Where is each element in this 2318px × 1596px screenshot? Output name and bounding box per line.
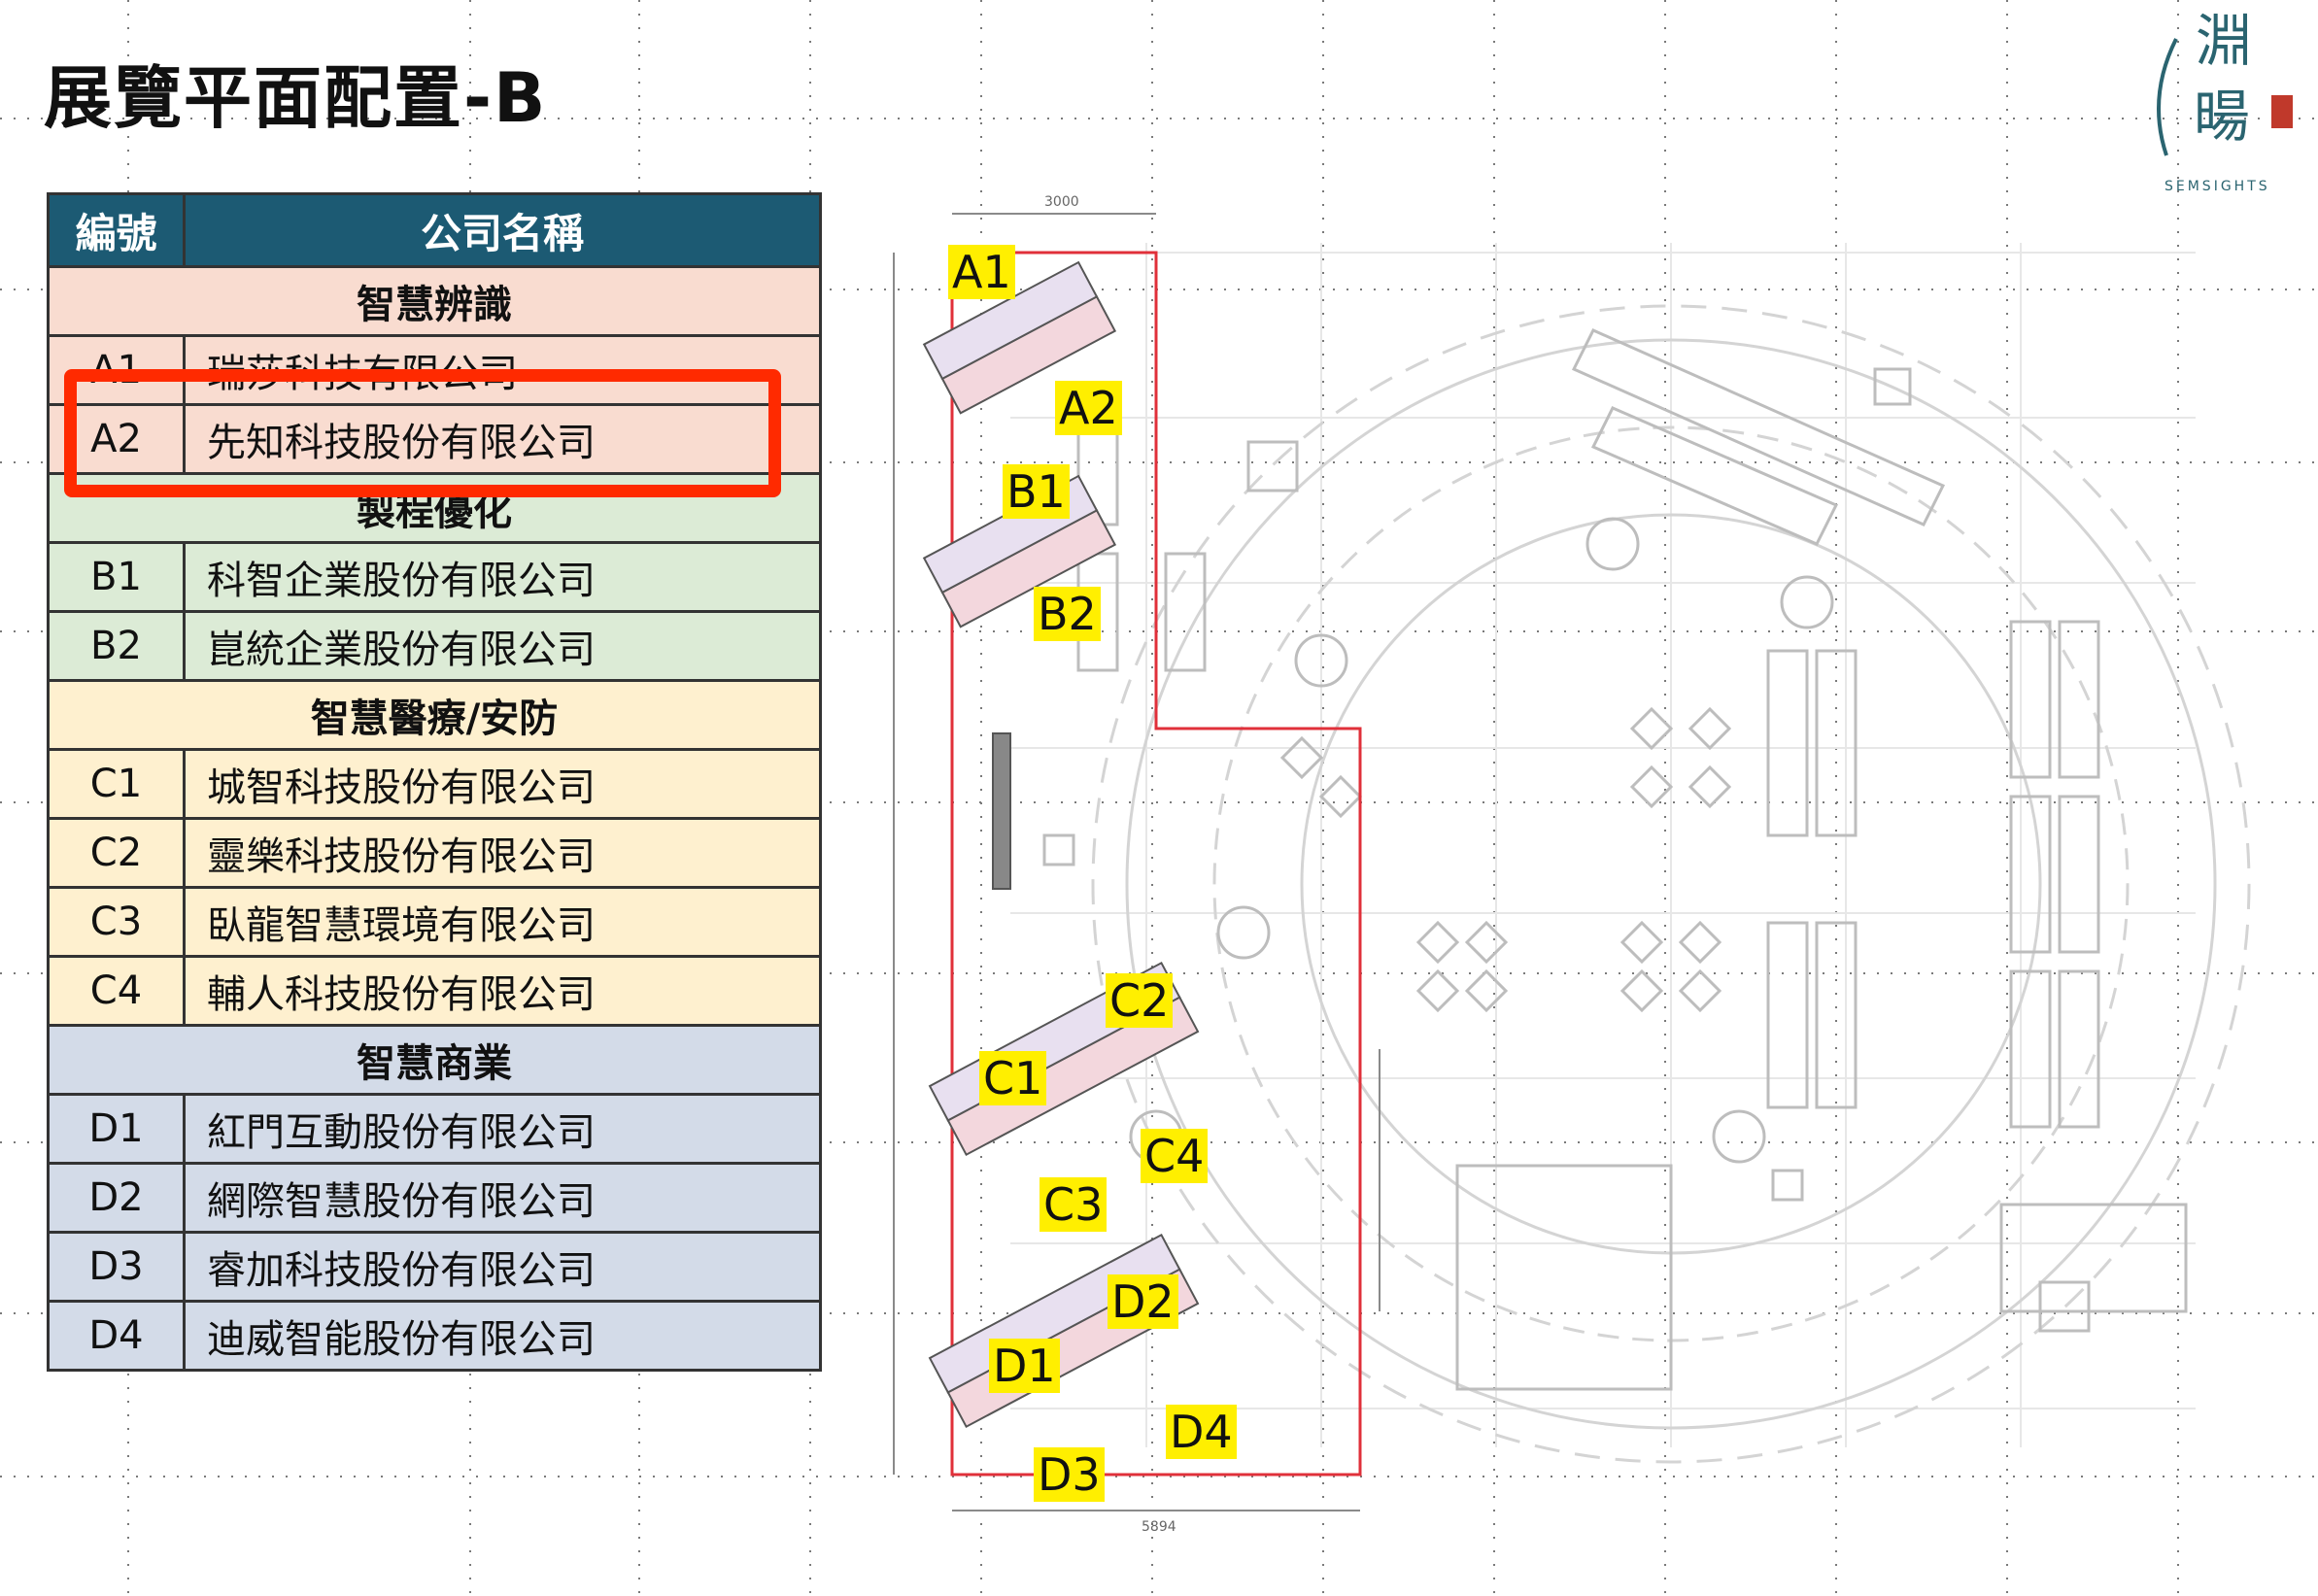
table-row: D3 睿加科技股份有限公司: [47, 1231, 822, 1303]
dimension-bottom: 5894: [1142, 1519, 1176, 1535]
category-label: 智慧商業: [47, 1024, 822, 1096]
company-name: 輔人科技股份有限公司: [183, 955, 822, 1027]
table-row: C4 輔人科技股份有限公司: [47, 955, 822, 1027]
company-name: 臥龍智慧環境有限公司: [183, 886, 822, 958]
booth-label-d3: D3: [1034, 1447, 1105, 1502]
table-row: C3 臥龍智慧環境有限公司: [47, 886, 822, 958]
booth-label-c2: C2: [1106, 973, 1174, 1028]
category-row-a: 智慧辨識: [47, 265, 822, 337]
booth-id: C3: [47, 886, 186, 958]
booth-label-c3: C3: [1040, 1177, 1108, 1232]
booth-label-b1: B1: [1003, 464, 1070, 519]
company-name: 崑統企業股份有限公司: [183, 610, 822, 682]
category-row-d: 智慧商業: [47, 1024, 822, 1096]
company-name: 睿加科技股份有限公司: [183, 1231, 822, 1303]
company-name: 城智科技股份有限公司: [183, 748, 822, 820]
table-row: D2 網際智慧股份有限公司: [47, 1162, 822, 1234]
header-number: 編號: [47, 192, 186, 268]
booth-label-c1: C1: [979, 1051, 1047, 1105]
booth-id: D2: [47, 1162, 186, 1234]
booth-area-boundary: [950, 251, 1362, 1477]
table-row: C1 城智科技股份有限公司: [47, 748, 822, 820]
booth-label-d4: D4: [1166, 1405, 1237, 1459]
booth-label-c4: C4: [1141, 1129, 1209, 1183]
booth-id: C1: [47, 748, 186, 820]
company-name: 迪威智能股份有限公司: [183, 1300, 822, 1372]
logo-char-1: 淵: [2196, 8, 2252, 74]
booth-id: D3: [47, 1231, 186, 1303]
dimension-top: 3000: [1044, 194, 1079, 210]
booth-label-a2: A2: [1055, 381, 1122, 435]
booth-label-b2: B2: [1034, 587, 1101, 641]
logo-caption: SEMSIGHTS: [2165, 179, 2270, 194]
kiosk: [992, 732, 1011, 890]
table-header-row: 編號 公司名稱: [47, 192, 822, 268]
semsights-logo: 淵 暘 SEMSIGHTS: [2157, 8, 2293, 194]
table-row: D4 迪威智能股份有限公司: [47, 1300, 822, 1372]
company-name: 先知科技股份有限公司: [183, 403, 822, 475]
booth-label-d2: D2: [1108, 1274, 1178, 1329]
page-title: 展覽平面配置-B: [44, 58, 548, 138]
table-row: C2 靈樂科技股份有限公司: [47, 817, 822, 889]
booth-company-table: 編號 公司名稱 智慧辨識 A1 瑞莎科技有限公司 A2 先知科技股份有限公司 製…: [47, 192, 822, 1372]
table-row: D1 紅門互動股份有限公司: [47, 1093, 822, 1165]
booth-id: D4: [47, 1300, 186, 1372]
booth-id: D1: [47, 1093, 186, 1165]
company-name: 科智企業股份有限公司: [183, 541, 822, 613]
booth-label-a1: A1: [948, 245, 1015, 299]
company-name: 網際智慧股份有限公司: [183, 1162, 822, 1234]
table-row: B2 崑統企業股份有限公司: [47, 610, 822, 682]
company-name: 靈樂科技股份有限公司: [183, 817, 822, 889]
logo-char-2: 暘: [2194, 84, 2250, 150]
booth-id: C2: [47, 817, 186, 889]
booth-id: B1: [47, 541, 186, 613]
booth-id: C4: [47, 955, 186, 1027]
company-name: 紅門互動股份有限公司: [183, 1093, 822, 1165]
table-row: B1 科智企業股份有限公司: [47, 541, 822, 613]
booth-id: B2: [47, 610, 186, 682]
category-row-c: 智慧醫療/安防: [47, 679, 822, 751]
logo-seal: [2271, 95, 2293, 128]
category-label: 製程優化: [47, 472, 822, 544]
table-row: A2 先知科技股份有限公司: [47, 403, 822, 475]
booth-label-d1: D1: [989, 1339, 1060, 1393]
category-label: 智慧醫療/安防: [47, 679, 822, 751]
floor-plan-drawing: 3000 5894: [893, 194, 2251, 1535]
header-company: 公司名稱: [183, 192, 822, 268]
category-label: 智慧辨識: [47, 265, 822, 337]
highlight-box-a2: [64, 369, 781, 497]
